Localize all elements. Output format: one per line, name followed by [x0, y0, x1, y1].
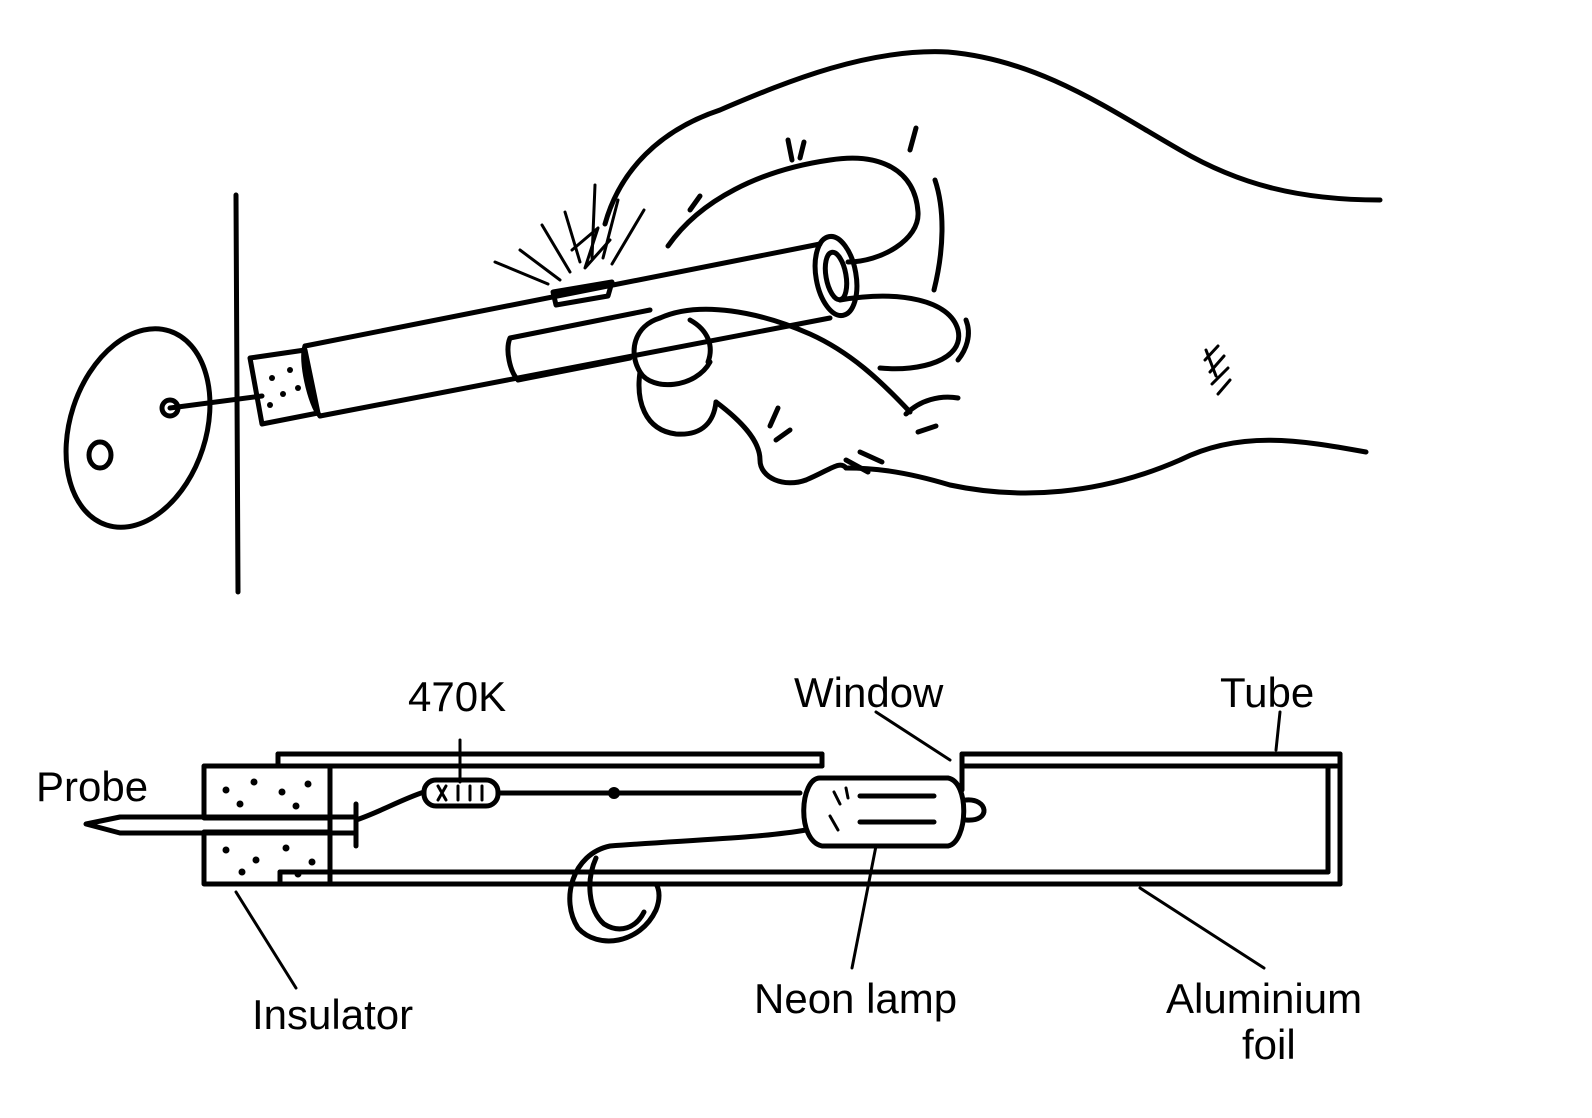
tester-tube-top [301, 233, 860, 419]
wall-socket-plate [63, 326, 213, 530]
label-neon-lamp: Neon lamp [754, 975, 958, 1022]
probe-pin [167, 393, 265, 411]
label-aluminium: Aluminium [1166, 975, 1363, 1022]
leader-lines [234, 710, 1282, 990]
probe-needle [83, 801, 359, 849]
cork-insulator-section [201, 763, 333, 887]
label-window: Window [794, 669, 944, 716]
label-probe: Probe [36, 763, 149, 810]
resistor-470k [353, 777, 803, 823]
neon-glow-sparks [493, 183, 646, 286]
wall-line [233, 192, 241, 595]
hand-outline [602, 49, 1383, 496]
label-foil: foil [1242, 1021, 1296, 1068]
label-insulator: Insulator [252, 991, 414, 1038]
label-tube: Tube [1220, 669, 1315, 716]
neon-lamp-section [801, 775, 987, 849]
label-470k: 470K [408, 673, 507, 720]
foil-hook-wire [567, 827, 809, 944]
tube-section [275, 751, 1343, 887]
